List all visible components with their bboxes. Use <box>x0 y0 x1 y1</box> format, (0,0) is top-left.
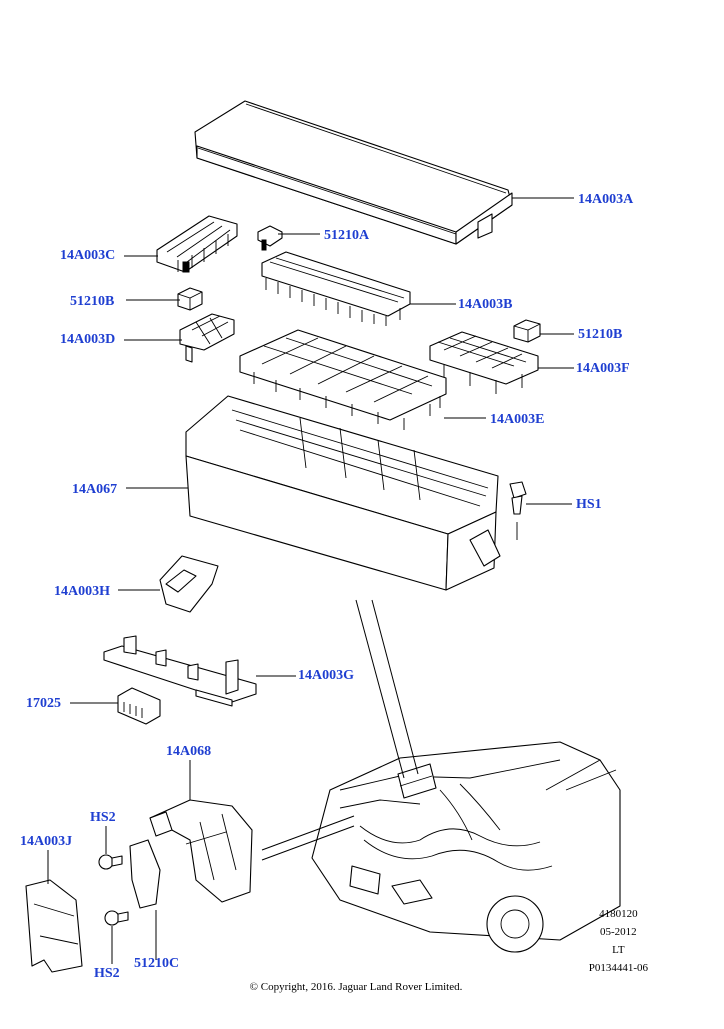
callout-51210c[interactable]: 51210C <box>134 956 180 971</box>
callout-hs1[interactable]: HS1 <box>576 497 602 512</box>
callout-17025[interactable]: 17025 <box>26 696 61 711</box>
relay-holder-c[interactable] <box>156 215 238 273</box>
diagram-meta: 4180120 05-2012 LT P0134441-06 <box>589 905 648 977</box>
diagram-date: 05-2012 <box>600 926 637 938</box>
callout-hs2-top[interactable]: HS2 <box>90 810 116 825</box>
relay-holder-d[interactable] <box>179 313 235 363</box>
callout-14a067[interactable]: 14A067 <box>72 482 118 497</box>
fuse-51210a[interactable] <box>257 225 283 251</box>
callout-14a003e[interactable]: 14A003E <box>490 412 545 427</box>
callout-51210b-right[interactable]: 51210B <box>578 327 623 342</box>
callout-14a068[interactable]: 14A068 <box>166 744 212 759</box>
screw-hs2-top[interactable] <box>98 854 123 870</box>
relay-51210b-right[interactable] <box>513 319 541 343</box>
callout-hs2-bottom[interactable]: HS2 <box>94 966 120 981</box>
bolt-hs1[interactable] <box>509 481 527 540</box>
callout-51210a[interactable]: 51210A <box>324 228 370 243</box>
callout-51210b-left[interactable]: 51210B <box>70 294 115 309</box>
callout-14a003d[interactable]: 14A003D <box>60 332 116 347</box>
connector-14a003h[interactable] <box>159 555 219 613</box>
relay-51210b-left[interactable] <box>177 287 203 311</box>
callout-14a003f[interactable]: 14A003F <box>576 361 630 376</box>
cover-14a003j[interactable] <box>25 879 83 973</box>
fuse-box-cover[interactable] <box>194 100 513 245</box>
diagram-side: LT <box>612 944 625 956</box>
callout-14a003c[interactable]: 14A003C <box>60 248 116 263</box>
relay-holder-f[interactable] <box>429 331 539 394</box>
diagram-code: 4180120 <box>599 908 638 920</box>
screw-hs2-bottom[interactable] <box>104 910 129 926</box>
fuse-holder-e[interactable] <box>239 329 447 430</box>
callout-14a003a[interactable]: 14A003A <box>578 192 634 207</box>
callout-14a003h[interactable]: 14A003H <box>54 584 110 599</box>
vehicle-illustration <box>311 741 621 953</box>
fuse-51210c[interactable] <box>129 839 161 909</box>
diagram-ref: P0134441-06 <box>588 962 648 974</box>
bracket-14a068[interactable] <box>149 799 253 903</box>
callout-14a003g[interactable]: 14A003G <box>298 668 354 683</box>
bracket-14a003g[interactable] <box>103 635 257 707</box>
fuse-holder-b[interactable] <box>261 251 411 326</box>
component-17025[interactable] <box>117 687 161 725</box>
callout-14a003j[interactable]: 14A003J <box>20 834 73 849</box>
copyright-notice: © Copyright, 2016. Jaguar Land Rover Lim… <box>249 981 463 993</box>
callout-14a003b[interactable]: 14A003B <box>458 297 513 312</box>
fuse-box-housing[interactable] <box>185 395 501 591</box>
leader-lines <box>47 197 574 964</box>
